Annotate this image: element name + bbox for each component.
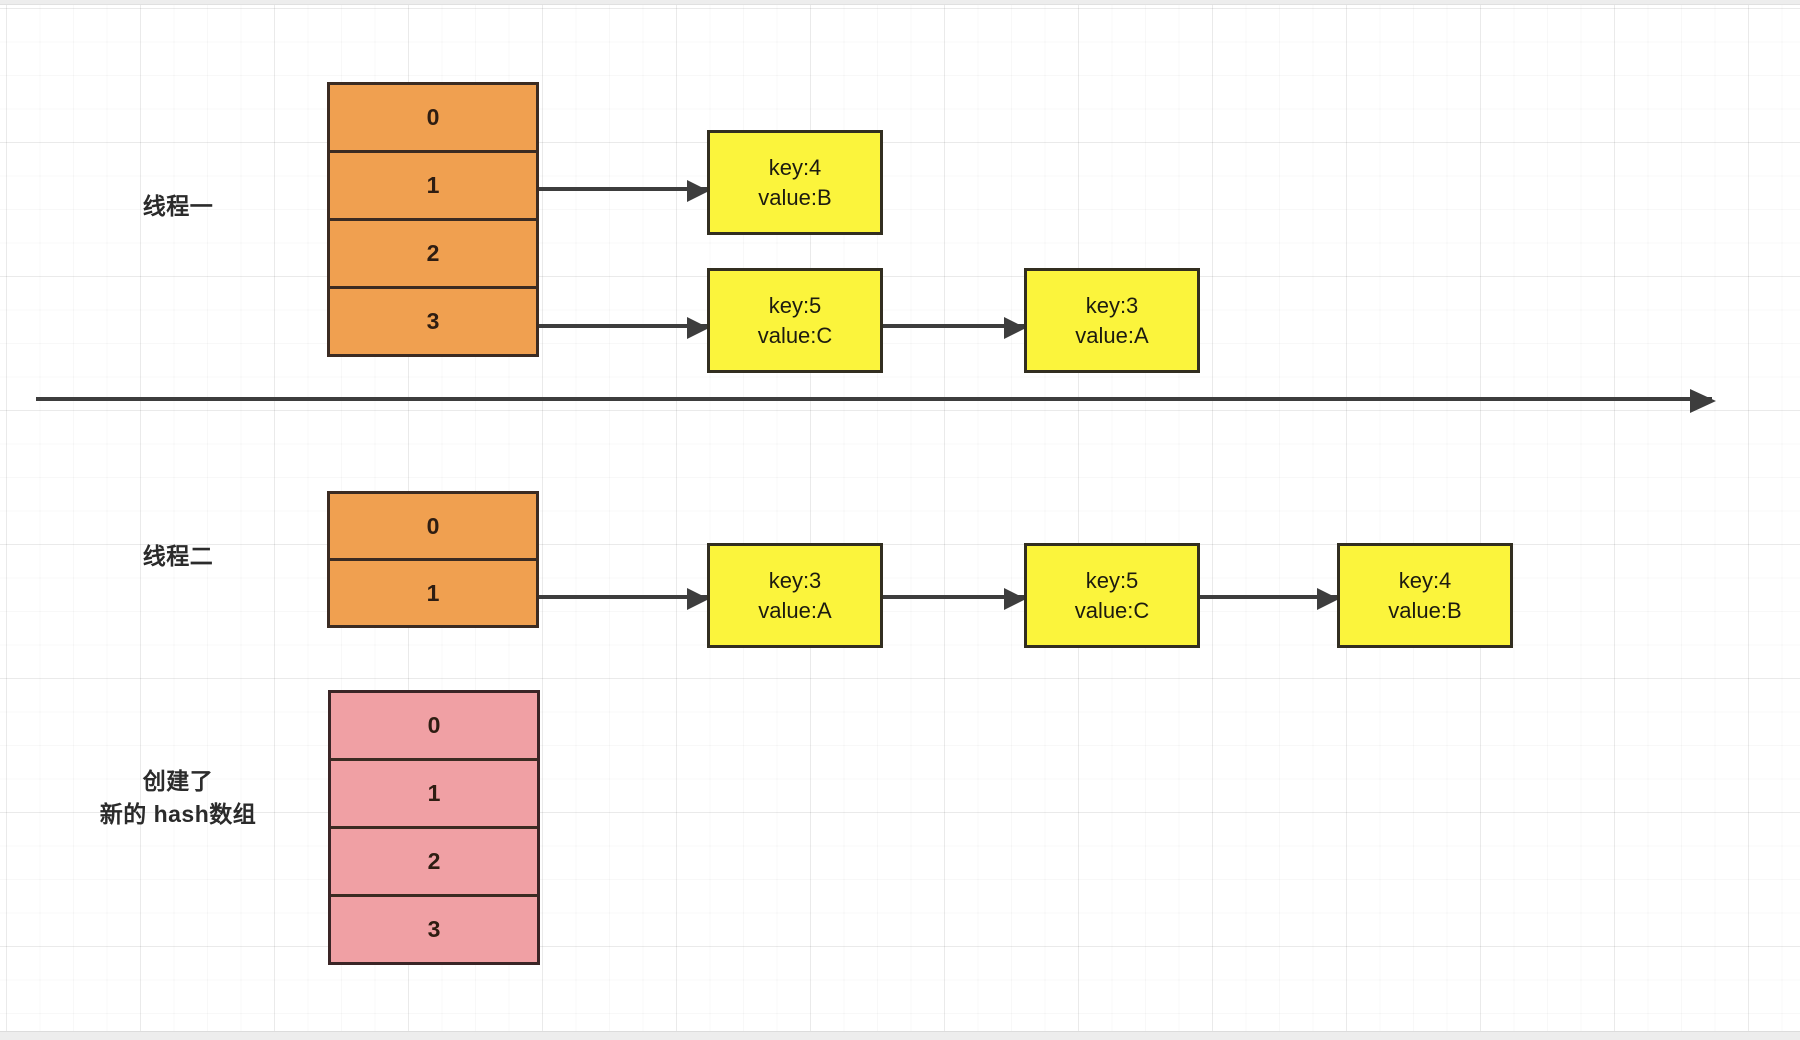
arrow-t1-cell3-to-node2: [539, 317, 709, 339]
node-value: value:C: [1074, 597, 1150, 623]
arrow-t2-node2-to-node3: [1200, 588, 1339, 610]
arrowhead-icon: [1690, 389, 1716, 413]
array-cell[interactable]: 0: [331, 693, 537, 761]
arrowhead-icon: [687, 180, 709, 202]
array-cell[interactable]: 0: [330, 85, 536, 153]
chain-node-t2-a[interactable]: key:3 value:A: [707, 543, 883, 648]
node-value: value:A: [1075, 322, 1149, 348]
chain-node-t1-c[interactable]: key:3 value:A: [1024, 268, 1200, 373]
node-key: key:4: [768, 155, 822, 181]
node-key: key:4: [1398, 568, 1452, 594]
thread-one-label: 线程一: [142, 193, 214, 219]
array-cell[interactable]: 3: [331, 897, 537, 962]
array-cell[interactable]: 1: [330, 153, 536, 221]
arrowhead-icon: [1004, 588, 1026, 610]
array-cell[interactable]: 2: [330, 221, 536, 289]
node-value: value:B: [1388, 597, 1462, 623]
arrow-t2-cell1-to-node1: [539, 588, 709, 610]
node-value: value:C: [757, 322, 833, 348]
arrowhead-icon: [687, 317, 709, 339]
node-key: key:3: [768, 568, 822, 594]
arrow-t2-node1-to-node2: [883, 588, 1026, 610]
chain-node-t1-a[interactable]: key:4 value:B: [707, 130, 883, 235]
new-hash-array-label: 创建了 新的 hash数组: [99, 768, 257, 827]
arrow-t1-cell1-to-node1: [539, 180, 709, 202]
node-key: key:3: [1085, 293, 1139, 319]
array-cell[interactable]: 0: [330, 494, 536, 561]
hash-array-thread-two: 0 1: [327, 491, 539, 628]
arrowhead-icon: [1317, 588, 1339, 610]
node-value: value:A: [758, 597, 832, 623]
array-cell[interactable]: 1: [331, 761, 537, 829]
chain-node-t2-b[interactable]: key:5 value:C: [1024, 543, 1200, 648]
node-key: key:5: [768, 293, 822, 319]
array-cell[interactable]: 2: [331, 829, 537, 897]
array-cell[interactable]: 1: [330, 561, 536, 625]
new-hash-array: 0 1 2 3: [328, 690, 540, 965]
arrowhead-icon: [687, 588, 709, 610]
time-axis: [36, 389, 1716, 413]
node-key: key:5: [1085, 568, 1139, 594]
chain-node-t1-b[interactable]: key:5 value:C: [707, 268, 883, 373]
arrowhead-icon: [1004, 317, 1026, 339]
chain-node-t2-c[interactable]: key:4 value:B: [1337, 543, 1513, 648]
node-value: value:B: [758, 184, 832, 210]
array-cell[interactable]: 3: [330, 289, 536, 354]
thread-two-label: 线程二: [142, 543, 214, 569]
hash-array-thread-one: 0 1 2 3: [327, 82, 539, 357]
arrow-t1-node2-to-node3: [883, 317, 1026, 339]
